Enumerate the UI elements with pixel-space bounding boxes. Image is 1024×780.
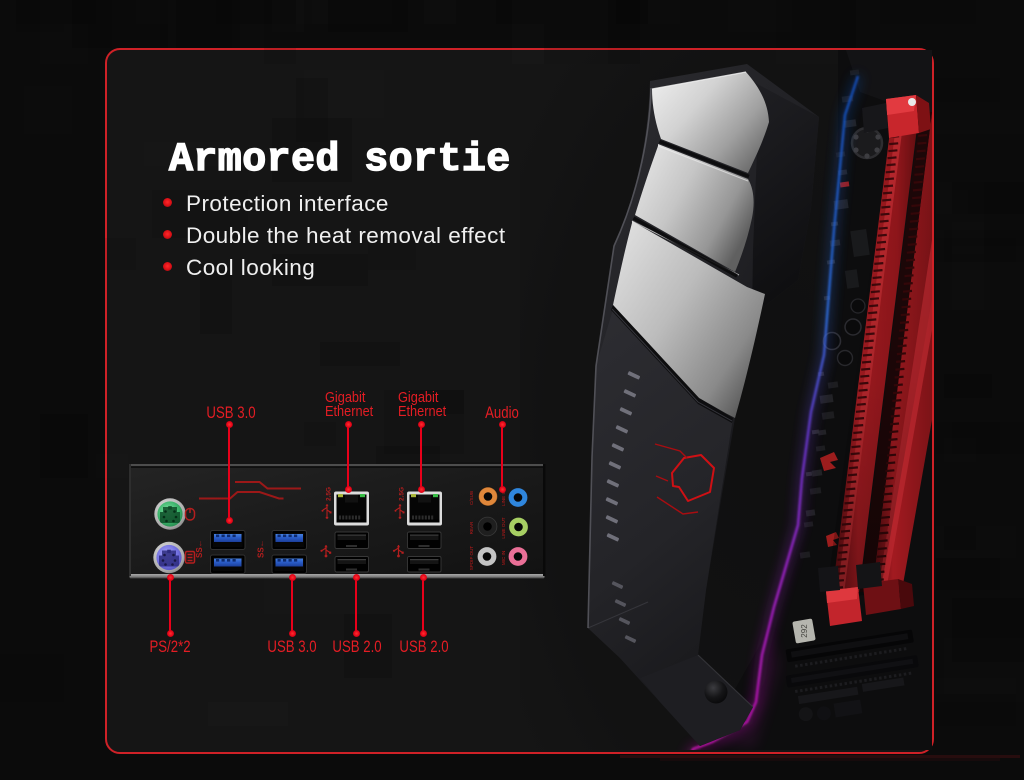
svg-text:LINE IN: LINE IN (501, 490, 506, 506)
svg-text:2.5G: 2.5G (326, 487, 333, 501)
svg-text:292: 292 (800, 624, 809, 638)
svg-text:MIC IN: MIC IN (501, 551, 506, 565)
svg-text:C/SUB: C/SUB (469, 491, 474, 505)
svg-text:SS←: SS← (195, 539, 204, 558)
svg-text:SPDIF OUT: SPDIF OUT (469, 546, 474, 571)
svg-text:REAR: REAR (469, 521, 474, 534)
svg-text:LINE OUT: LINE OUT (501, 517, 506, 538)
